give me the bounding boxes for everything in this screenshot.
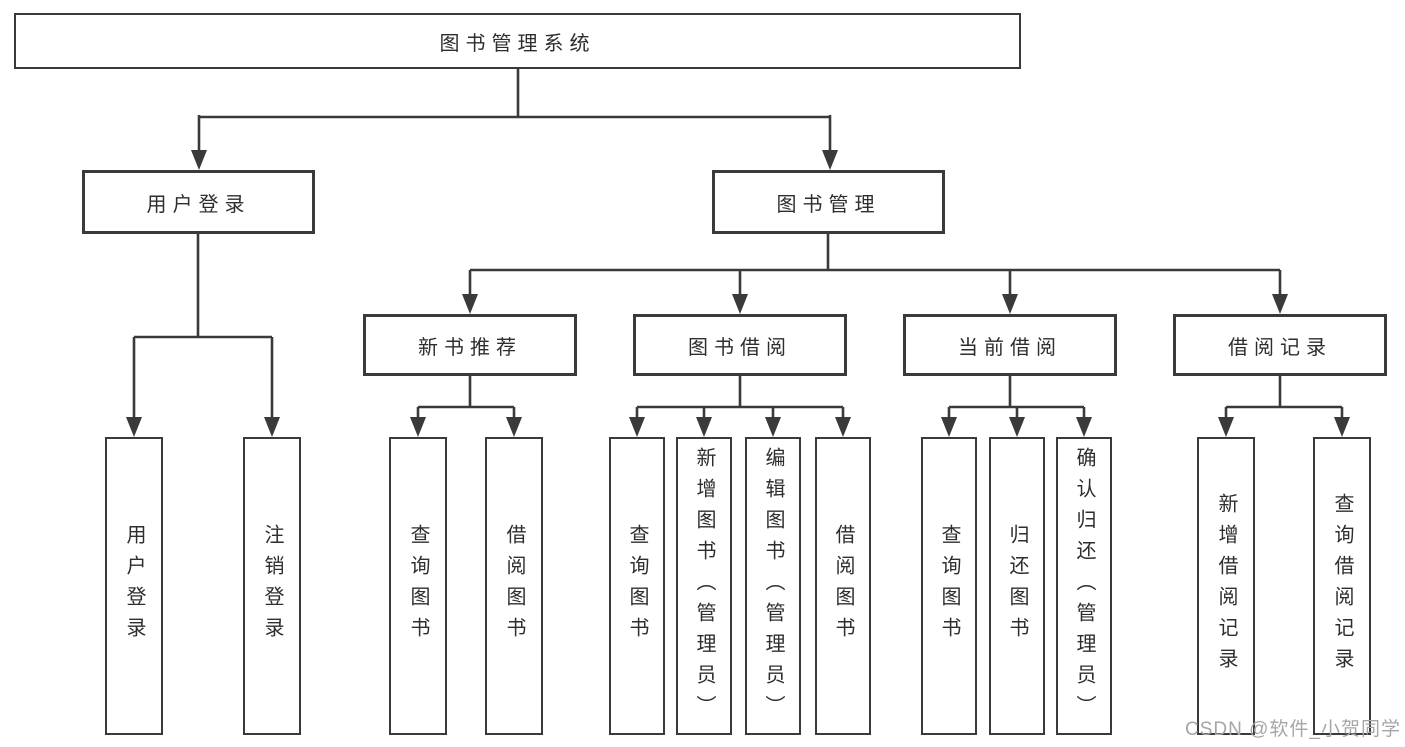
node-new-book-recommend: 新书推荐 (363, 314, 577, 376)
node-leaf-logout: 注销登录 (243, 437, 301, 735)
node-leaf-add-borrow-record: 新增借阅记录 (1197, 437, 1255, 735)
node-leaf-user-login: 用户登录 (105, 437, 163, 735)
node-label: 用户登录 (123, 524, 145, 648)
node-leaf-query-books-1: 查询图书 (389, 437, 447, 735)
connector-new-rec-branch (410, 376, 522, 437)
node-leaf-query-books-3: 查询图书 (921, 437, 977, 735)
node-leaf-query-borrow-record: 查询借阅记录 (1313, 437, 1371, 735)
node-borrow-records: 借阅记录 (1173, 314, 1387, 376)
node-label: 借阅图书 (503, 524, 525, 648)
connector-user-login-branch (126, 234, 280, 437)
connector-root-to-level2 (191, 69, 838, 170)
node-label: 新增借阅记录 (1215, 493, 1237, 679)
node-book-borrow: 图书借阅 (633, 314, 847, 376)
node-current-borrow: 当前借阅 (903, 314, 1117, 376)
node-label: 确认归还（管理员） (1073, 446, 1095, 726)
node-label: 查询图书 (626, 524, 648, 648)
watermark: CSDN @软件_小贺同学 (1185, 719, 1401, 740)
node-label: 借阅记录 (1228, 336, 1332, 359)
connector-borrow-branch (629, 376, 851, 437)
node-label: 新增图书（管理员） (693, 446, 715, 726)
node-label: 新书推荐 (418, 336, 522, 359)
node-user-login: 用户登录 (82, 170, 315, 234)
node-label: 查询图书 (407, 524, 429, 648)
node-label: 归还图书 (1006, 524, 1028, 648)
node-leaf-confirm-return-admin: 确认归还（管理员） (1056, 437, 1112, 735)
node-label: 查询图书 (938, 524, 960, 648)
node-label: 注销登录 (261, 524, 283, 648)
node-label: 用户登录 (146, 193, 251, 216)
node-label: 图书管理 (776, 193, 881, 216)
node-library-system: 图书管理系统 (14, 13, 1021, 69)
node-leaf-edit-book-admin: 编辑图书（管理员） (745, 437, 801, 735)
node-leaf-return-book: 归还图书 (989, 437, 1045, 735)
node-label: 查询借阅记录 (1331, 493, 1353, 679)
node-leaf-query-books-2: 查询图书 (609, 437, 665, 735)
node-label: 编辑图书（管理员） (762, 446, 784, 726)
node-label: 图书借阅 (688, 336, 792, 359)
node-label: 借阅图书 (832, 524, 854, 648)
node-leaf-borrow-books-2: 借阅图书 (815, 437, 871, 735)
connector-records-branch (1218, 376, 1350, 437)
node-leaf-add-book-admin: 新增图书（管理员） (676, 437, 732, 735)
node-book-management: 图书管理 (712, 170, 945, 234)
connector-book-mgmt-branch (462, 234, 1288, 314)
node-label: 图书管理系统 (439, 32, 596, 55)
node-label: 当前借阅 (958, 336, 1062, 359)
node-leaf-borrow-books-1: 借阅图书 (485, 437, 543, 735)
connector-current-branch (941, 376, 1092, 437)
